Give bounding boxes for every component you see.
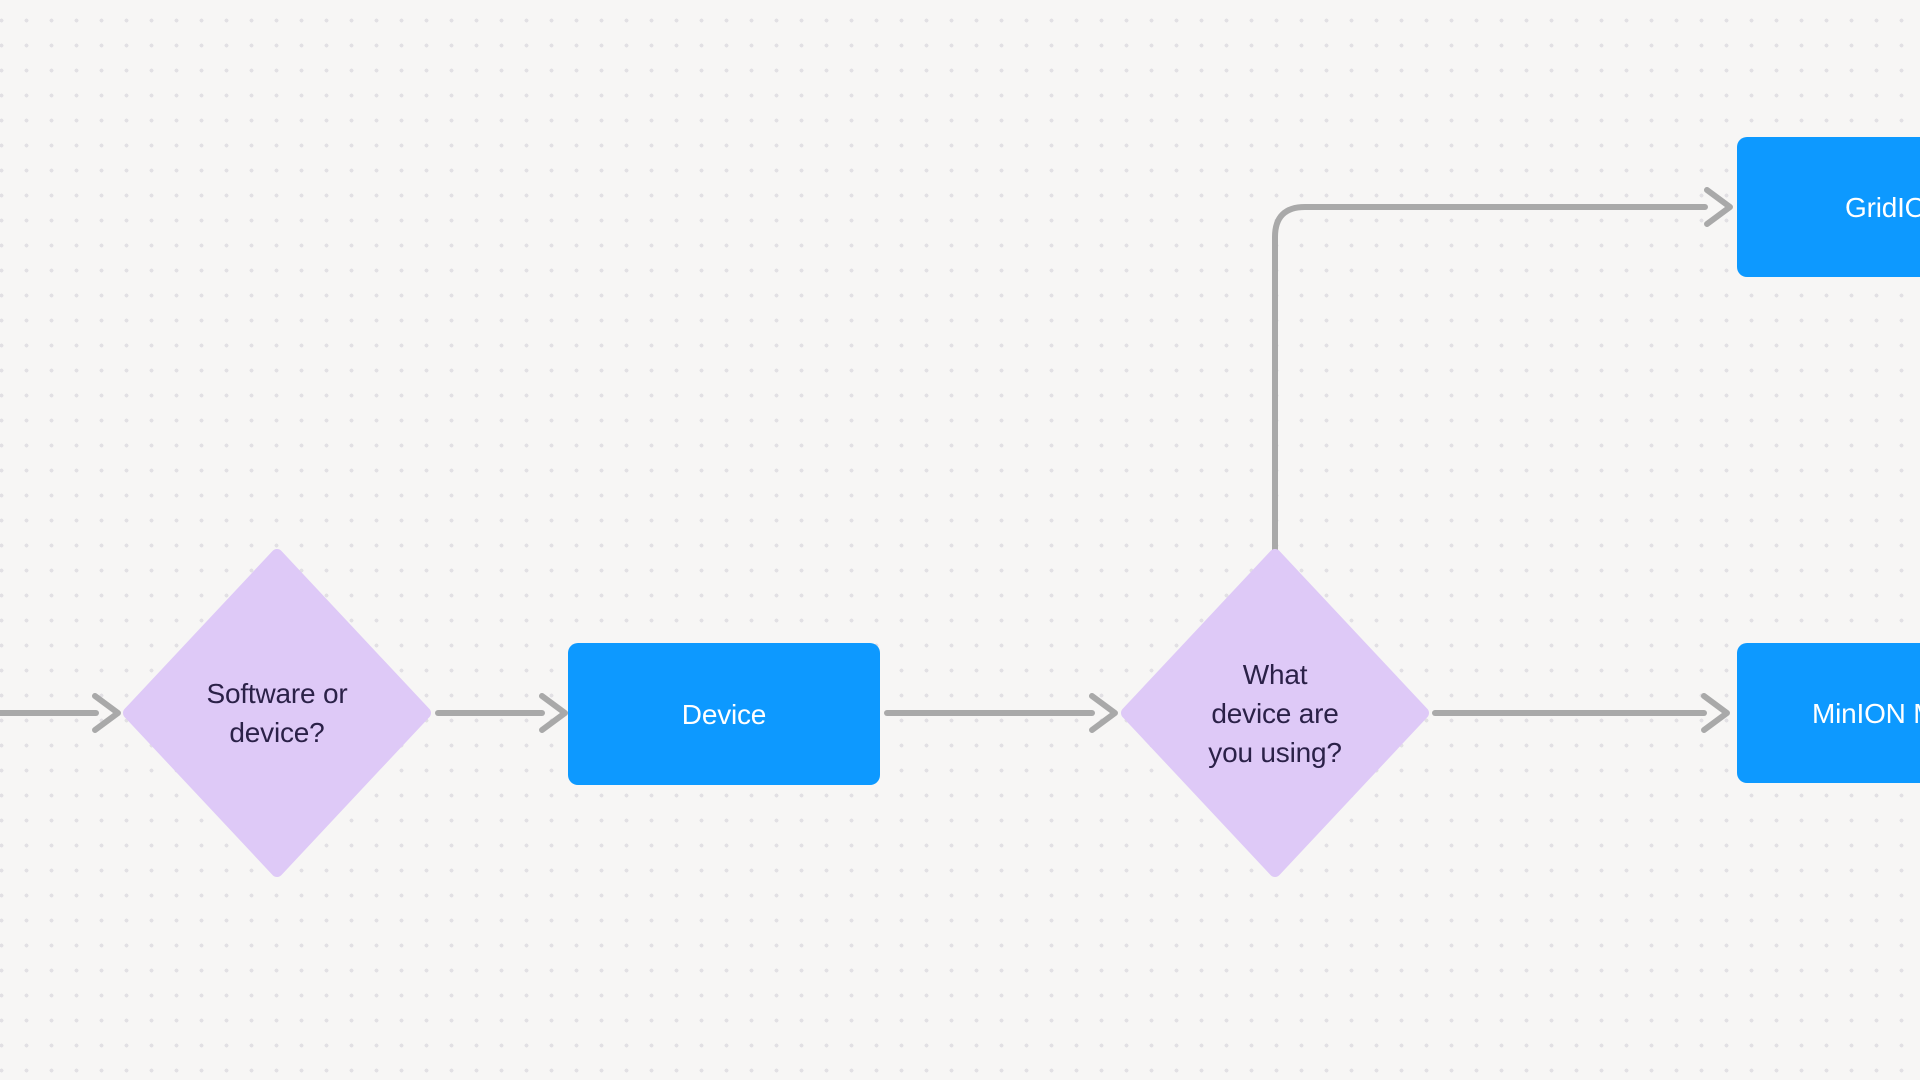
- node-label: What device are you using?: [1208, 658, 1342, 768]
- connector-decision2-to-gridion[interactable]: [1272, 187, 1733, 555]
- arrowhead-icon: [1089, 693, 1118, 733]
- diamond-shape: [123, 549, 431, 877]
- node-label: Software or device?: [206, 678, 348, 748]
- node-label: GridIO: [1845, 191, 1920, 223]
- process-node-minion[interactable]: MinION M: [1737, 643, 1920, 783]
- arrowhead-icon: [1704, 187, 1733, 227]
- diamond-shape: [1121, 549, 1429, 877]
- connector-decision2-to-minion[interactable]: [1432, 693, 1730, 733]
- connector-device-to-decision2[interactable]: [884, 693, 1118, 733]
- process-node-device[interactable]: Device: [568, 643, 880, 785]
- arrowhead-icon: [539, 693, 568, 733]
- connector-incoming-left[interactable]: [0, 693, 121, 733]
- node-label: Device: [681, 698, 767, 730]
- arrowhead-icon: [92, 693, 121, 733]
- decision-node-software-or-device[interactable]: Software or device?: [122, 548, 432, 878]
- arrowhead-icon: [1701, 693, 1730, 733]
- node-label: MinION M: [1812, 697, 1920, 729]
- connector-line: [1272, 204, 1708, 555]
- decision-node-what-device[interactable]: What device are you using?: [1120, 548, 1430, 878]
- connector-decision1-to-device[interactable]: [435, 693, 568, 733]
- process-node-gridion[interactable]: GridIO: [1737, 137, 1920, 277]
